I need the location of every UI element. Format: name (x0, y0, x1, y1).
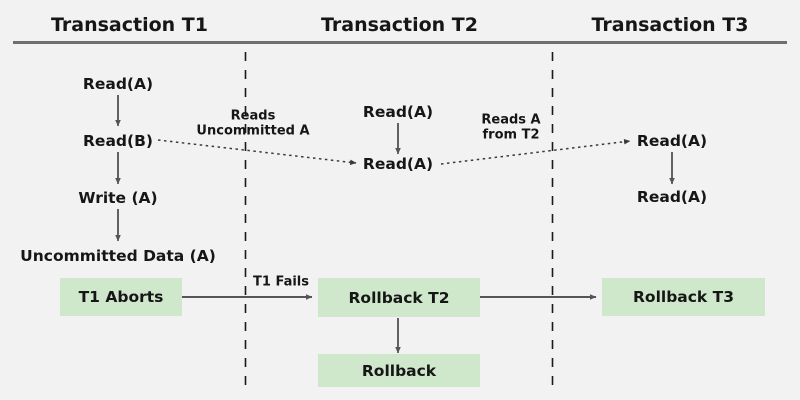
edge-label-line-2: from T2 (482, 127, 540, 142)
edge-dirty-read-t1-to-t2 (157, 139, 357, 166)
box-rollback[interactable]: Rollback (318, 354, 480, 387)
t3-node-read-a-2: Read(A) (636, 188, 708, 206)
edge-cascade-t2-to-t3 (440, 138, 631, 165)
edge-label-t1-fails: T1 Fails (253, 274, 309, 290)
edge-label-line-2: Uncommitted A (196, 123, 310, 138)
t1-node-read-b: Read(B) (83, 132, 153, 150)
column-header-t3: Transaction T3 (591, 14, 749, 36)
t2-node-read-a-1: Read(A) (362, 103, 434, 121)
t3-node-read-a-1: Read(A) (636, 132, 708, 150)
t1-node-uncommitted-data-a: Uncommitted Data (A) (20, 247, 216, 265)
t2-node-read-a-2: Read(A) (362, 155, 434, 173)
column-header-t1: Transaction T1 (51, 14, 208, 36)
box-rollback-t2[interactable]: Rollback T2 (318, 278, 480, 317)
t1-node-read-a: Read(A) (82, 75, 154, 93)
edge-label-line-1: Reads (230, 108, 276, 124)
edge-label-reads-uncommitted-a: Reads Uncommitted A (196, 109, 309, 138)
edge-label-line-1: Reads A (481, 112, 541, 128)
t1-node-write-a: Write (A) (78, 189, 158, 207)
edge-label-reads-a-from-t2: Reads A from T2 (481, 113, 540, 142)
box-rollback-t3[interactable]: Rollback T3 (602, 278, 765, 316)
box-t1-aborts[interactable]: T1 Aborts (60, 278, 182, 316)
column-header-t2: Transaction T2 (321, 14, 478, 36)
